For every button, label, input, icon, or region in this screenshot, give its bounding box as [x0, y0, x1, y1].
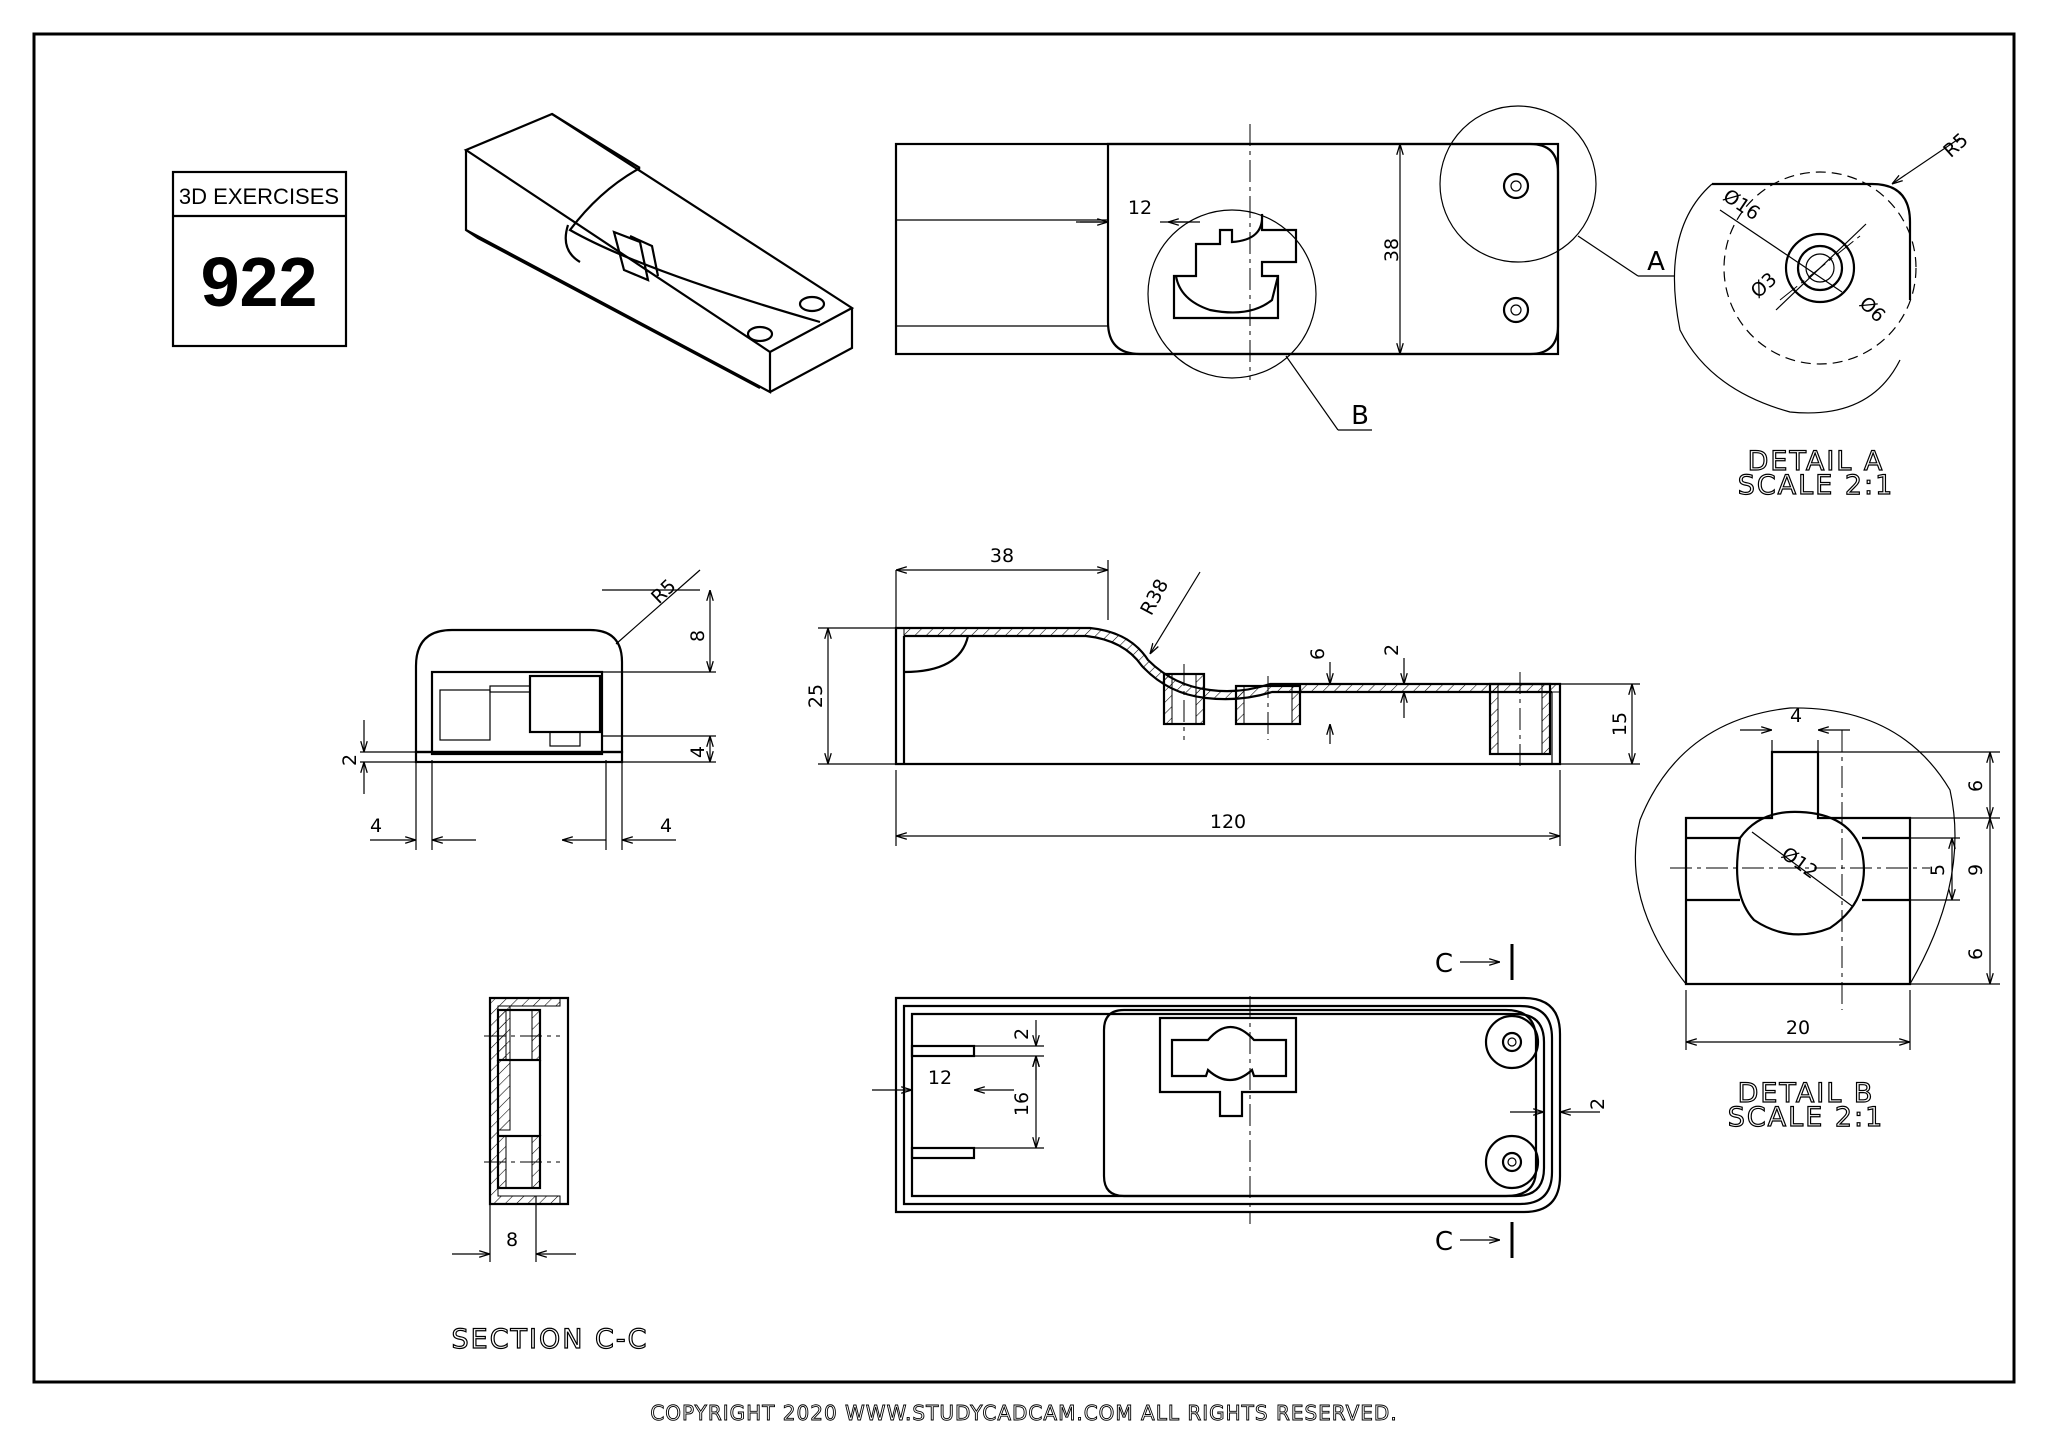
- detail-b: 4 Ø12 6 5 9 6 20 DETAIL B SCALE 2:1: [1634, 705, 2000, 1134]
- front-r38: R38: [1136, 576, 1173, 619]
- detail-b-w20: 20: [1786, 1017, 1810, 1039]
- side-d8: 8: [687, 630, 709, 642]
- dim-slot-width: 12: [1128, 197, 1152, 219]
- bottom-d12: 12: [928, 1067, 952, 1089]
- detail-a-scale: SCALE 2:1: [1738, 470, 1895, 501]
- side-left4: 4: [370, 815, 382, 837]
- detail-a-dia3: Ø3: [1747, 268, 1782, 302]
- exercise-badge: 3D EXERCISES 922: [171, 170, 348, 348]
- side-d2: 2: [339, 754, 361, 766]
- section-arrow-bottom: C: [1435, 1227, 1453, 1257]
- front-d6: 6: [1307, 648, 1329, 660]
- bottom-d2-right: 2: [1587, 1098, 1609, 1110]
- section-d8: 8: [506, 1229, 518, 1251]
- bottom-view: 2 12 16 2 C C: [872, 944, 1609, 1258]
- detail-b-dia12: Ø12: [1777, 843, 1822, 884]
- detail-a-dia16: Ø16: [1719, 185, 1764, 225]
- side-view: R5 8 4 2 4 4: [339, 569, 716, 850]
- detail-b-d9: 9: [1965, 864, 1987, 876]
- detail-b-scale: SCALE 2:1: [1728, 1102, 1885, 1133]
- side-right4: 4: [660, 815, 672, 837]
- detail-b-title: DETAIL B: [1738, 1078, 1875, 1109]
- bottom-d16: 16: [1011, 1092, 1033, 1116]
- front-len38: 38: [990, 545, 1014, 567]
- copyright-footer: COPYRIGHT 2020 WWW.STUDYCADCAM.COM ALL R…: [650, 1401, 1397, 1425]
- top-view: 12 38 A B: [894, 105, 1674, 431]
- side-radius: R5: [647, 575, 680, 608]
- detail-a-radius: R5: [1939, 129, 1973, 162]
- front-len120: 120: [1210, 811, 1246, 833]
- detail-b-d4: 4: [1790, 705, 1802, 727]
- dim-top-height: 38: [1381, 238, 1403, 262]
- isometric-view: [463, 112, 855, 394]
- front-h25: 25: [805, 684, 827, 708]
- section-c-c: 8 SECTION C-C: [451, 996, 649, 1356]
- section-arrow-top: C: [1435, 949, 1453, 979]
- front-d2: 2: [1381, 644, 1403, 656]
- badge-title: 3D EXERCISES: [179, 184, 339, 209]
- callout-b: B: [1351, 401, 1369, 431]
- sheet-border: [32, 32, 2016, 1384]
- side-d4: 4: [687, 746, 709, 758]
- bottom-d2: 2: [1011, 1028, 1033, 1040]
- front-h15: 15: [1609, 712, 1631, 736]
- callout-a: A: [1647, 247, 1665, 277]
- detail-b-d6-top: 6: [1965, 780, 1987, 792]
- detail-a-dia6: Ø6: [1855, 292, 1890, 327]
- section-title: SECTION C-C: [452, 1324, 649, 1355]
- front-view: 38 R38 25 6 2 15 120: [805, 545, 1640, 846]
- badge-number: 922: [201, 243, 318, 321]
- detail-a: R5 Ø16 Ø3 Ø6 DETAIL A SCALE 2:1: [1673, 129, 1973, 502]
- detail-b-d6-bottom: 6: [1965, 948, 1987, 960]
- detail-b-d5: 5: [1927, 864, 1949, 876]
- detail-a-title: DETAIL A: [1748, 446, 1885, 477]
